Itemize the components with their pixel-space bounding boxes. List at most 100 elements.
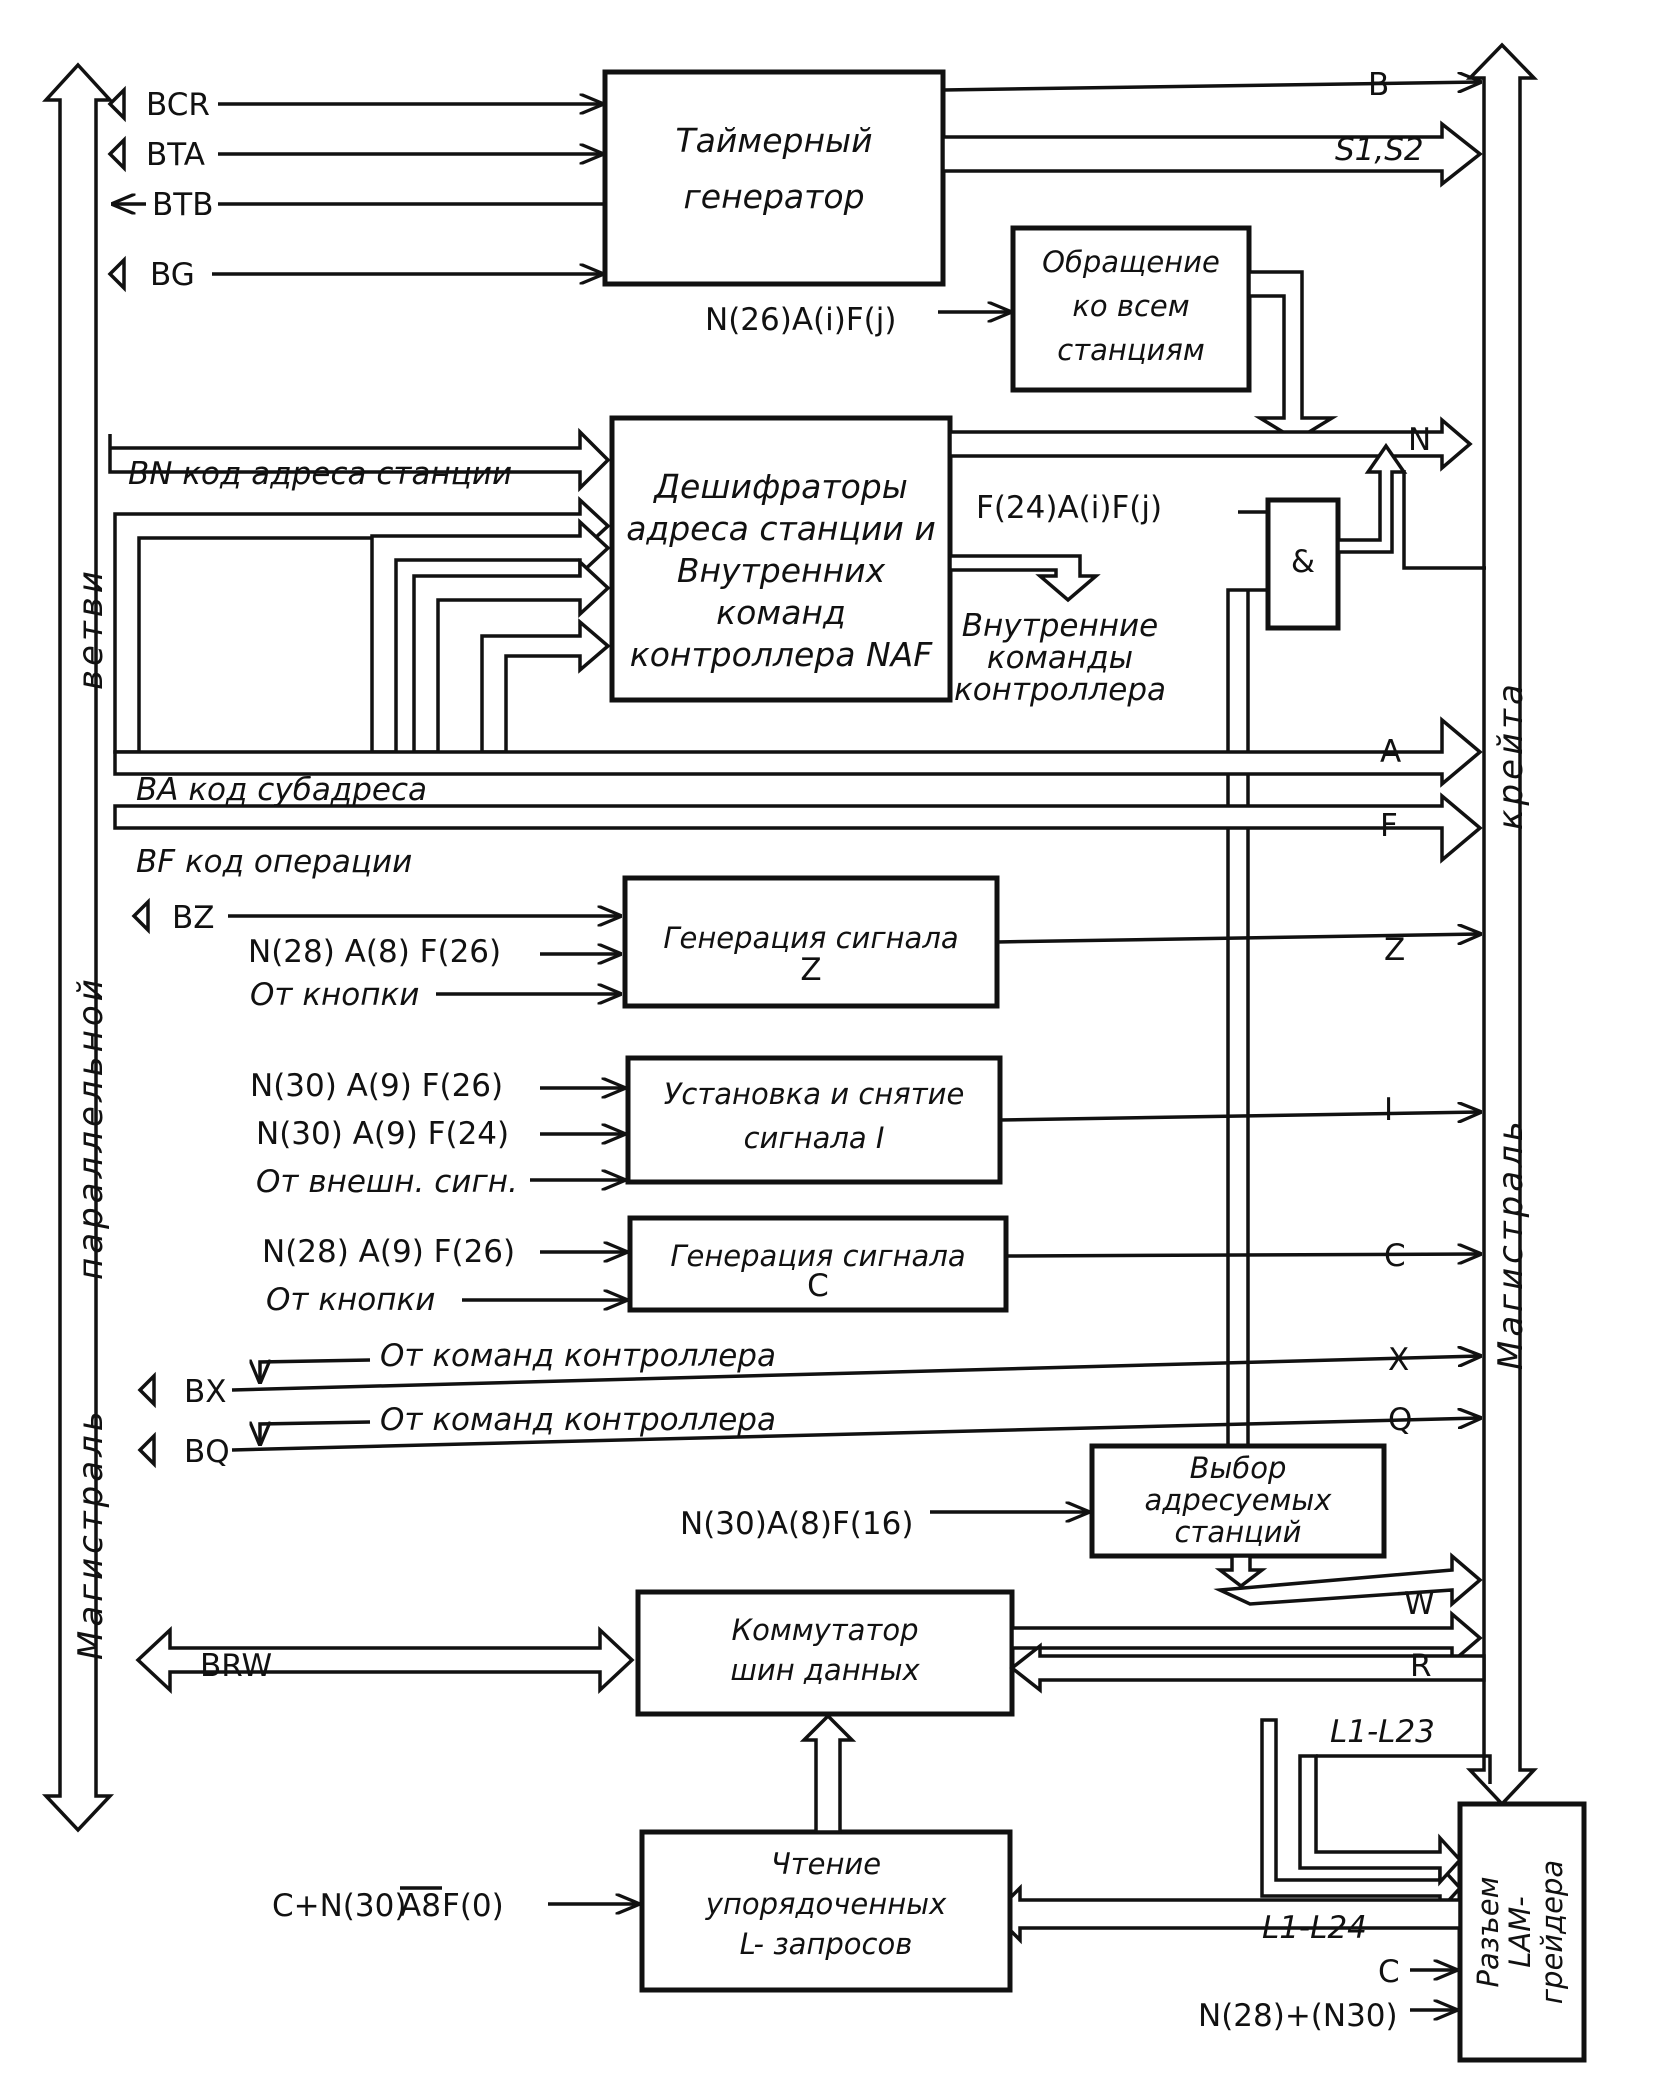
gen-c-block: Генерация сигнала C (627, 1215, 1009, 1313)
btb-signal: BTB (113, 187, 605, 223)
svg-text:Q: Q (1388, 1402, 1412, 1438)
svg-text:C: C (1384, 1238, 1406, 1274)
svg-text:От кнопки: От кнопки (250, 977, 419, 1013)
svg-text:BTA: BTA (146, 137, 205, 173)
svg-text:контроллера NAF: контроллера NAF (630, 635, 933, 674)
select-to-w (1214, 1554, 1268, 1589)
svg-text:W: W (1404, 1586, 1435, 1622)
svg-text:ко всем: ко всем (1072, 289, 1189, 323)
s1s2-bus: S1,S2 (941, 120, 1483, 188)
l24-bus: L1-L24 (991, 1883, 1462, 1946)
set-i-inputs: N(30) A(9) F(26) N(30) A(9) F(24) От вне… (250, 1068, 624, 1200)
svg-text:N(30) A(9) F(24): N(30) A(9) F(24) (256, 1116, 509, 1152)
svg-text:Z: Z (1384, 932, 1405, 968)
svg-text:станциям: станциям (1057, 333, 1204, 367)
lam-n-input: N(28)+(N30) (1198, 1998, 1456, 2034)
svg-text:Генерация сигнала: Генерация сигнала (663, 921, 958, 955)
svg-text:сигнала I: сигнала I (744, 1121, 885, 1155)
timer-generator-block: Таймерный генератор (602, 69, 946, 287)
svg-text:&: & (1291, 544, 1315, 580)
read-l-to-commutator (799, 1713, 857, 1834)
svg-text:F(0): F(0) (442, 1888, 504, 1924)
broadcast-to-n-arrow (1247, 270, 1339, 443)
naf-decoder-block: Дешифраторы адреса станции и Внутренних … (609, 415, 953, 703)
n-output: N (948, 416, 1473, 472)
bq-signal: BQ Q От команд контроллера (137, 1402, 1480, 1470)
svg-text:I: I (1384, 1092, 1393, 1128)
lam-c-input: C (1378, 1954, 1456, 1990)
svg-text:BRW: BRW (200, 1648, 272, 1684)
bta-signal: BTA (107, 135, 602, 173)
svg-text:упорядоченных: упорядоченных (705, 1887, 947, 1921)
svg-text:L- запросов: L- запросов (740, 1927, 913, 1961)
svg-text:X: X (1388, 1342, 1409, 1378)
read-l-requests-block: Чтение упорядоченных L- запросов (639, 1829, 1013, 1993)
svg-text:От команд контроллера: От команд контроллера (380, 1402, 776, 1438)
svg-text:LAM-: LAM- (1503, 1896, 1537, 1967)
svg-text:B: B (1368, 67, 1389, 103)
bn-address-bus: BN код адреса станции (108, 427, 611, 493)
gen-z-inputs: N(28) A(8) F(26) От кнопки (248, 934, 620, 1013)
svg-text:BX: BX (184, 1374, 227, 1410)
brw-bus: BRW (135, 1625, 635, 1695)
svg-text:Коммутатор: Коммутатор (732, 1613, 919, 1647)
w-bus: W (1010, 1552, 1483, 1666)
crate-highway-bus (1465, 42, 1539, 1807)
gen-z-block: Генерация сигнала Z (622, 875, 1000, 1009)
svg-text:L1-L23: L1-L23 (1330, 1714, 1435, 1750)
svg-text:Внутренние: Внутренние (962, 608, 1158, 644)
gen-c-inputs: N(28) A(9) F(26) От кнопки (262, 1234, 626, 1318)
n26-input: N(26)A(i)F(j) (705, 302, 1010, 338)
branch-bus-label: Магистраль параллельной ветви (71, 567, 111, 1660)
bf-operation-bus: F BF код операции (113, 792, 1483, 880)
svg-text:N(30)A(8)F(16): N(30)A(8)F(16) (680, 1506, 913, 1542)
svg-text:N(28) A(8) F(26): N(28) A(8) F(26) (248, 934, 501, 970)
svg-text:BG: BG (150, 257, 195, 293)
svg-text:C: C (1378, 1954, 1400, 1990)
svg-text:Таймерный: Таймерный (675, 121, 872, 160)
svg-text:ветви: ветви (71, 567, 111, 690)
and-gate-block: & (1265, 497, 1341, 631)
internal-commands-output: Внутренние команды контроллера (948, 554, 1166, 708)
read-l-input: C+N(30) A8 F(0) (272, 1886, 638, 1924)
svg-text:Z: Z (800, 952, 821, 988)
c-output: C (1005, 1238, 1480, 1274)
svg-text:Магистраль: Магистраль (1491, 1117, 1531, 1370)
decoder-feed-lines (113, 495, 611, 754)
svg-text:адресуемых: адресуемых (1145, 1483, 1333, 1517)
bz-signal: BZ (131, 897, 620, 936)
svg-text:Генерация сигнала: Генерация сигнала (670, 1239, 965, 1273)
svg-text:C: C (807, 1268, 829, 1304)
svg-text:От внешн. сигн.: От внешн. сигн. (256, 1164, 518, 1200)
svg-text:F(24)A(i)F(j): F(24)A(i)F(j) (976, 490, 1162, 526)
r-bus: R (1009, 1642, 1486, 1694)
lam-connector-block: Разъем LAM- грейдера (1457, 1801, 1587, 2063)
svg-text:адреса станции и: адреса станции и (626, 509, 936, 548)
and-gate-output (1336, 442, 1486, 570)
svg-text:S1,S2: S1,S2 (1335, 132, 1424, 168)
svg-text:N(26)A(i)F(j): N(26)A(i)F(j) (705, 302, 896, 338)
f24-input: F(24)A(i)F(j) (976, 490, 1268, 526)
bx-signal: BX X От команд контроллера (137, 1338, 1480, 1410)
svg-text:N(28)+(N30): N(28)+(N30) (1198, 1998, 1398, 2034)
svg-text:Внутренних: Внутренних (677, 551, 886, 590)
svg-text:параллельной: параллельной (71, 975, 111, 1280)
svg-text:крейта: крейта (1491, 680, 1531, 830)
svg-text:F: F (1380, 808, 1398, 844)
svg-text:От кнопки: От кнопки (266, 1282, 435, 1318)
svg-text:контроллера: контроллера (954, 672, 1166, 708)
commutator-block: Коммутатор шин данных (635, 1589, 1015, 1717)
select-stations-block: Выбор адресуемых станций (1089, 1443, 1387, 1559)
svg-text:шин данных: шин данных (730, 1653, 920, 1687)
svg-text:Дешифраторы: Дешифраторы (652, 467, 908, 506)
ba-subaddress-bus: A BA код субадреса (113, 716, 1483, 808)
svg-text:Обращение: Обращение (1042, 245, 1220, 279)
svg-text:команды: команды (987, 640, 1133, 676)
z-output: Z (996, 932, 1480, 968)
svg-text:генератор: генератор (683, 177, 864, 216)
svg-text:Чтение: Чтение (771, 1847, 881, 1881)
svg-text:R: R (1410, 1648, 1432, 1684)
svg-text:BF код операции: BF код операции (136, 844, 412, 880)
and-gate-select-feed (1226, 588, 1268, 1452)
